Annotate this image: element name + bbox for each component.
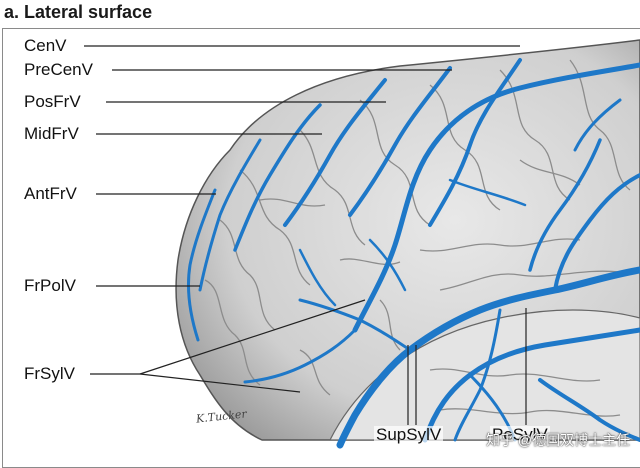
label-frsylv: FrSylV bbox=[24, 364, 75, 383]
figure-title: a. Lateral surface bbox=[4, 2, 153, 22]
label-cenv: CenV bbox=[24, 36, 67, 55]
label-supsylv: SupSylV bbox=[374, 425, 444, 444]
leader-lines bbox=[84, 45, 527, 425]
watermark: 知乎 @德国双博士主任 bbox=[486, 432, 631, 448]
label-precenv: PreCenV bbox=[24, 60, 93, 79]
label-midfrv: MidFrV bbox=[24, 124, 79, 143]
cortical-veins bbox=[186, 58, 640, 449]
label-posfrv: PosFrV bbox=[24, 92, 81, 111]
label-pesylv: PeSylV bbox=[490, 425, 550, 444]
label-frpolv: FrPolV bbox=[24, 276, 76, 295]
label-antfrv: AntFrV bbox=[24, 184, 77, 203]
